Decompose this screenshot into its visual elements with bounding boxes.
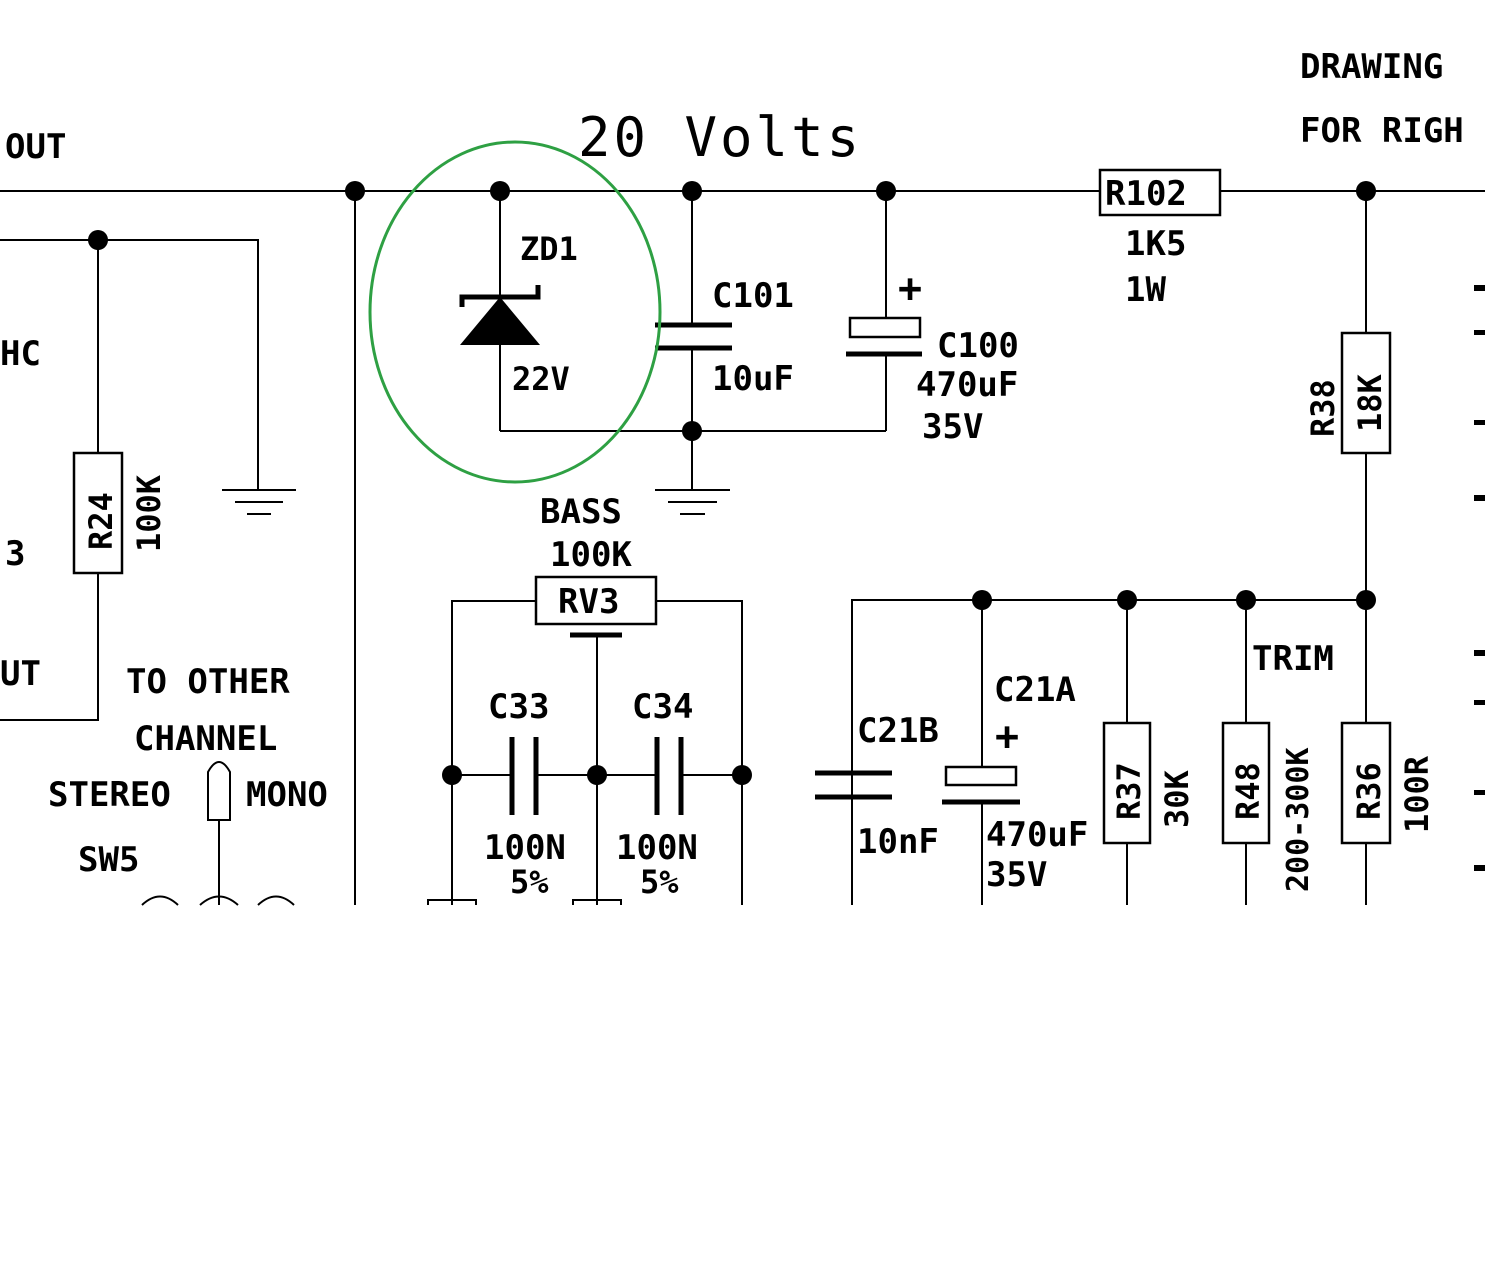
c21b-value: 10nF xyxy=(857,822,939,862)
ground-symbol-c101 xyxy=(655,489,730,515)
c100-value: 470uF xyxy=(916,365,1018,405)
lower-rail xyxy=(851,599,1366,905)
junction-dot xyxy=(1356,181,1376,201)
zener-cathode-bar xyxy=(459,285,541,307)
junction-dot xyxy=(490,181,510,201)
r102-value: 1K5 xyxy=(1125,224,1186,264)
trim-label: TRIM xyxy=(1252,639,1334,679)
r36-value: 100R xyxy=(1398,755,1436,833)
highlight-ellipse xyxy=(368,140,662,484)
r24-value: 100K xyxy=(130,474,168,552)
switch-contacts xyxy=(141,895,295,906)
switch-note-line1: TO OTHER xyxy=(126,662,290,702)
r38-value: 18K xyxy=(1351,373,1389,432)
c34-ref: C34 xyxy=(632,687,693,727)
c100-plus: + xyxy=(898,266,922,312)
rv3-right-wire xyxy=(656,600,743,905)
r37-ref: R37 xyxy=(1110,762,1148,820)
junction-dot xyxy=(1117,590,1137,610)
voltage-label: 20 Volts xyxy=(578,106,862,169)
right-edge-fragments xyxy=(1474,285,1485,871)
c101-value: 10uF xyxy=(712,359,794,399)
junction-dot xyxy=(972,590,992,610)
r102-ref: R102 xyxy=(1105,174,1187,214)
c21a-ref: C21A xyxy=(994,670,1076,710)
c21a-plus-plate xyxy=(944,765,1018,787)
junction-dot xyxy=(345,181,365,201)
junction-dot xyxy=(88,230,108,250)
r37-body xyxy=(1102,721,1152,845)
r102-rating: 1W xyxy=(1125,270,1166,310)
r38-body xyxy=(1340,331,1392,455)
junction-dot xyxy=(587,765,607,785)
junction-dot xyxy=(1356,590,1376,610)
junction-dot xyxy=(876,181,896,201)
zd1-ref: ZD1 xyxy=(520,230,578,268)
c33-tol: 5% xyxy=(510,863,549,901)
switch-mono-label: MONO xyxy=(246,775,328,815)
c100-ref: C100 xyxy=(937,326,1019,366)
r24-lead-bottom xyxy=(0,573,99,721)
r102-body xyxy=(1098,168,1222,217)
switch-lever-icon xyxy=(207,761,231,821)
switch-stereo-label: STEREO xyxy=(48,775,171,815)
junction-dots xyxy=(88,181,1376,785)
r24-top-line xyxy=(0,239,259,490)
partial-box-center xyxy=(572,899,622,905)
r37-value: 30K xyxy=(1158,769,1196,828)
c34-tol: 5% xyxy=(640,863,679,901)
ground-symbol-left xyxy=(222,489,296,515)
junction-dot xyxy=(682,181,702,201)
c33-value: 100N xyxy=(484,828,566,868)
junction-dot xyxy=(732,765,752,785)
rv3-name: BASS xyxy=(540,492,622,532)
out-label: OUT xyxy=(5,127,66,167)
junction-dot xyxy=(442,765,462,785)
r24-body xyxy=(72,451,124,575)
switch-note-line2: CHANNEL xyxy=(134,719,277,759)
r24-ref: R24 xyxy=(82,492,120,550)
r48-ref: R48 xyxy=(1229,762,1267,820)
r36-ref: R36 xyxy=(1350,762,1388,820)
junction-dot xyxy=(682,421,702,441)
drawing-label-line2: FOR RIGH xyxy=(1300,111,1464,151)
c100-rating: 35V xyxy=(922,407,983,447)
drawing-label: DRAWING xyxy=(1300,47,1443,87)
c100-plus-plate xyxy=(848,316,922,339)
c21a-value: 470uF xyxy=(986,815,1088,855)
switch-ref: SW5 xyxy=(78,840,139,880)
rv3-left-wire xyxy=(451,600,536,905)
rv3-ref: RV3 xyxy=(558,582,619,622)
r48-body xyxy=(1221,721,1271,845)
c21b-ref: C21B xyxy=(857,711,939,751)
partial-label-ut: UT xyxy=(0,654,41,694)
c21a-plus: + xyxy=(995,714,1019,760)
zener-diode-symbol xyxy=(460,297,540,345)
r48-value: 200-300K xyxy=(1281,748,1316,893)
rv3-value: 100K xyxy=(550,535,632,575)
r38-ref: R38 xyxy=(1304,379,1342,437)
c21a-rating: 35V xyxy=(986,855,1047,895)
rv3-body xyxy=(534,575,658,626)
junction-dot xyxy=(1236,590,1256,610)
partial-label-hc: HC xyxy=(0,334,41,374)
c34-value: 100N xyxy=(616,828,698,868)
zd1-value: 22V xyxy=(512,360,570,398)
partial-box-left xyxy=(427,899,477,905)
c33-ref: C33 xyxy=(488,687,549,727)
partial-label-3: 3 xyxy=(5,534,25,574)
c101-ref: C101 xyxy=(712,276,794,316)
